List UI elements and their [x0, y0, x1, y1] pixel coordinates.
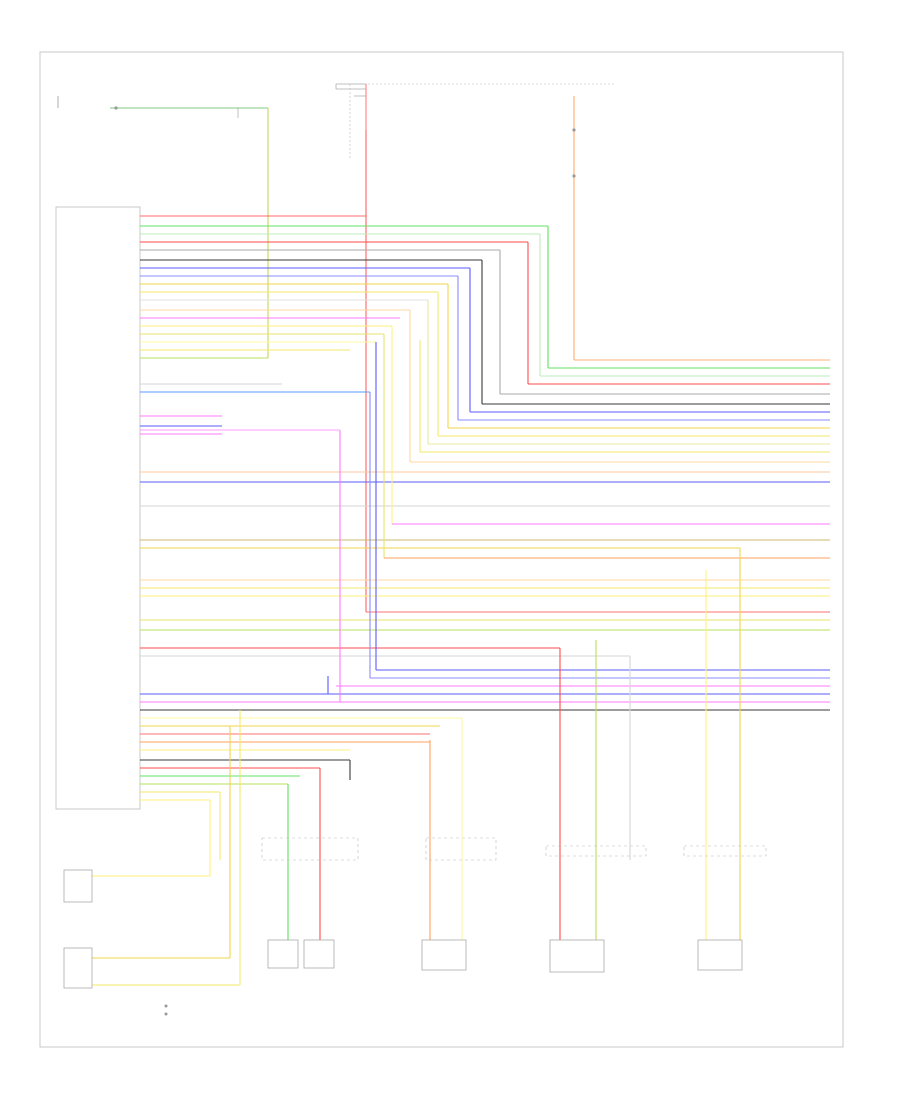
sensor-d [549, 939, 605, 973]
module-left-connectors [140, 383, 370, 435]
component-drops [92, 548, 741, 986]
control-module-box [55, 206, 141, 810]
legend [164, 1004, 168, 1016]
top-switch-group [57, 96, 269, 358]
fuse-block-b [340, 83, 614, 360]
diagram-frame [39, 51, 844, 1048]
component-seat-right [63, 947, 93, 989]
right-harness [140, 226, 830, 711]
sensor-e [697, 939, 743, 971]
bottom-components [63, 837, 767, 989]
component-4 [683, 845, 767, 857]
component-2 [425, 837, 497, 861]
wire-bus [140, 215, 548, 359]
sensor-c [421, 939, 467, 971]
component-seat-left [63, 869, 93, 903]
fuse-block-a [335, 83, 367, 612]
component-3 [545, 845, 647, 857]
sensor-b [303, 939, 335, 969]
component-1 [261, 837, 359, 861]
sensor-a [267, 939, 299, 969]
